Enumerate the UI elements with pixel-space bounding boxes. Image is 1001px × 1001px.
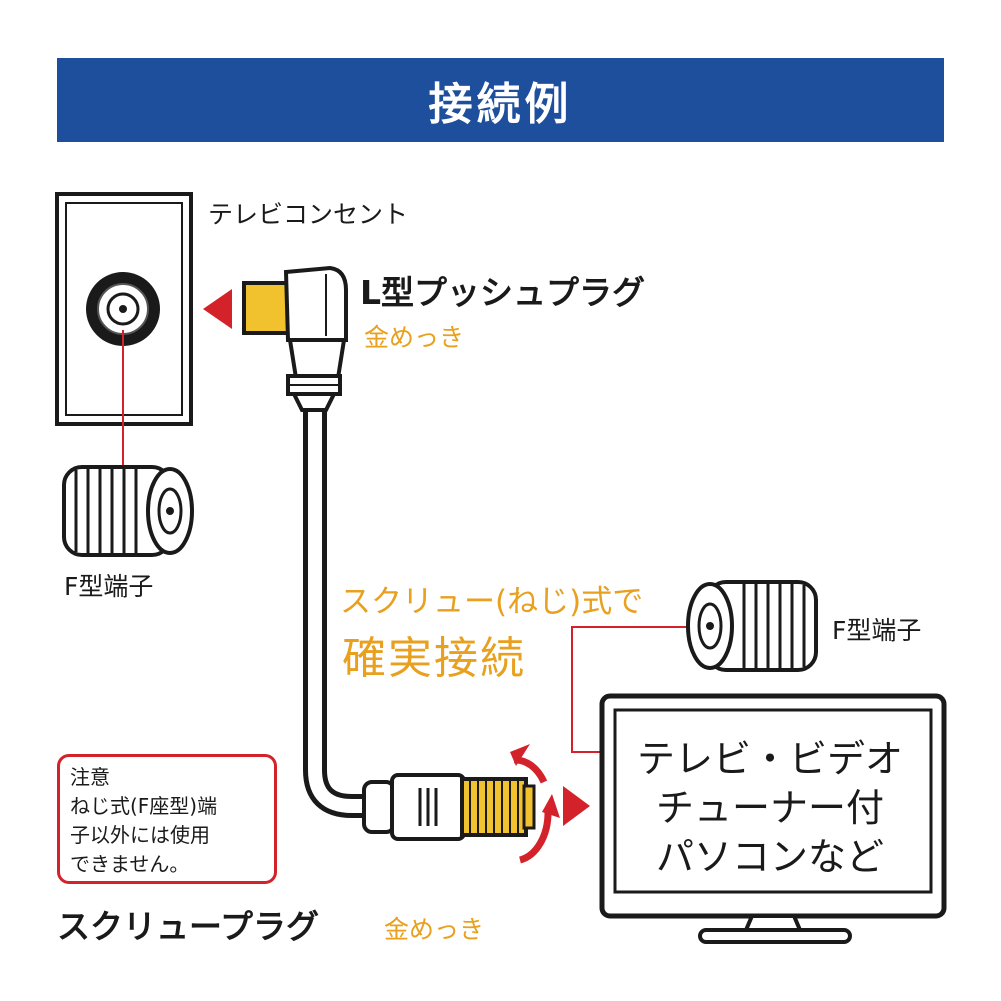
l-type-push-plug-icon [242, 265, 348, 412]
title-bar: 接続例 [57, 58, 944, 142]
caution-heading: 注意 [70, 765, 110, 789]
f-terminal-left-icon [62, 465, 194, 557]
caution-line-3: できません。 [70, 852, 190, 876]
rotation-arrows-icon [510, 744, 560, 864]
screw-message-line1: スクリュー(ねじ)式で [340, 584, 644, 620]
pointer-line-right [571, 626, 686, 753]
outlet-label: テレビコンセント [208, 200, 409, 229]
l-plug-plating: 金めっき [364, 323, 465, 352]
tv-label-1: テレビ・ビデオ [636, 737, 903, 781]
arrow-left-icon [203, 289, 232, 329]
f-terminal-right-icon [686, 580, 818, 672]
caution-line-2: 子以外には使用 [70, 823, 210, 847]
page-title: 接続例 [428, 79, 573, 130]
tv-icon [599, 693, 947, 944]
f-terminal-right-label: F型端子 [832, 616, 922, 645]
caution-line-1: ねじ式(F座型)端 [70, 794, 218, 818]
screw-plug-name: スクリュープラグ [57, 907, 320, 946]
tv-screen-text: テレビ・ビデオ チューナー付 パソコンなど [620, 735, 920, 882]
screw-message-line2: 確実接続 [342, 633, 526, 684]
tv-label-2: チューナー付 [655, 786, 884, 830]
f-terminal-left-label: F型端子 [64, 572, 154, 601]
cable [308, 393, 379, 813]
screw-plug-plating: 金めっき [384, 915, 485, 944]
arrow-right-icon [563, 786, 590, 826]
tv-label-3: パソコンなど [655, 835, 884, 879]
caution-box: 注意 ねじ式(F座型)端 子以外には使用 できません。 [57, 754, 277, 884]
l-plug-name: L型プッシュプラグ [360, 273, 646, 312]
screw-plug-icon [362, 773, 536, 841]
